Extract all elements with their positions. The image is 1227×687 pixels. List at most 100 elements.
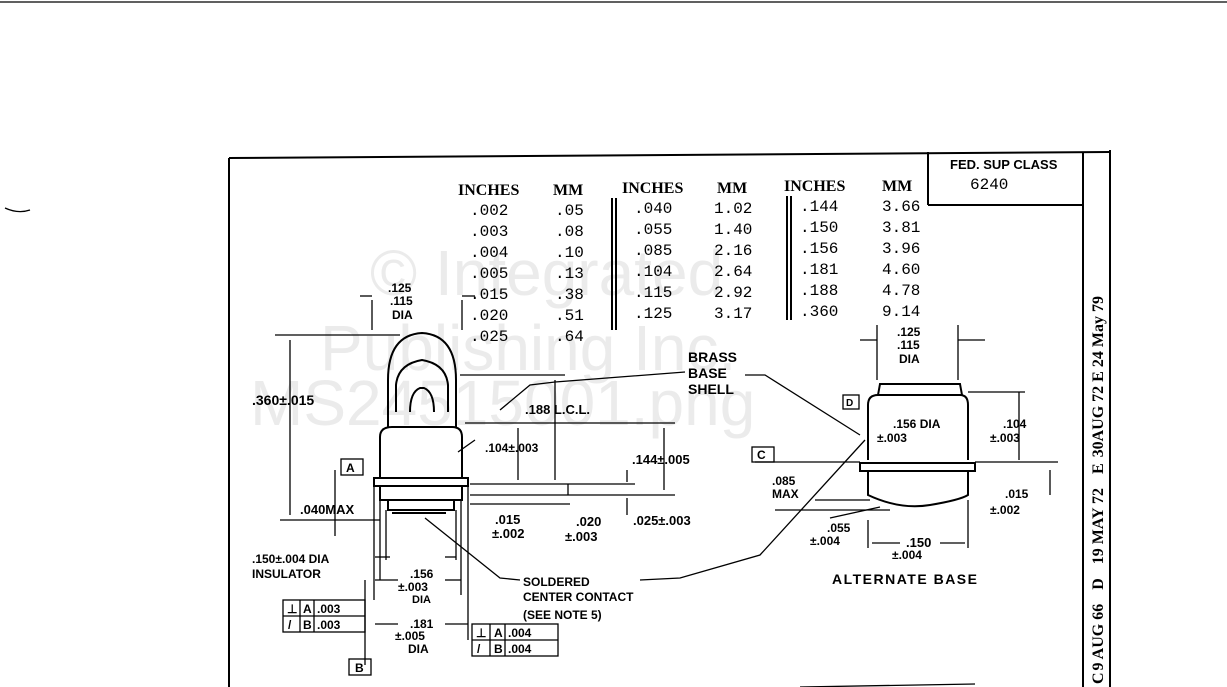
filament bbox=[395, 358, 449, 413]
datum-a-box bbox=[340, 458, 364, 476]
inches-cell: .055 bbox=[634, 221, 672, 239]
soldered-label: SOLDERED bbox=[523, 575, 590, 589]
mm-cell: 4.60 bbox=[882, 261, 920, 279]
mm-cell: .13 bbox=[555, 265, 584, 283]
flange bbox=[373, 477, 469, 487]
alt-d104-dim: .104 bbox=[1003, 417, 1027, 431]
base-length-dim: .144±.005 bbox=[632, 452, 690, 467]
d156-label: DIA bbox=[412, 594, 431, 606]
base-shell bbox=[379, 426, 463, 479]
alt-d015-dim: .015 bbox=[1005, 487, 1029, 501]
contact-area bbox=[387, 499, 455, 511]
mm-cell: 3.17 bbox=[714, 305, 752, 323]
svg-text:.003: .003 bbox=[317, 618, 341, 632]
svg-text:.004: .004 bbox=[508, 626, 532, 640]
fcf-left: ⊥A.003 /B.003 bbox=[282, 599, 366, 633]
d156-dim: .156 bbox=[410, 567, 434, 581]
insulator bbox=[379, 485, 463, 501]
datum-a: A bbox=[346, 461, 355, 475]
flange-dim: .015 bbox=[495, 512, 520, 527]
svg-text:A: A bbox=[303, 602, 312, 616]
mm-cell: 3.66 bbox=[882, 198, 920, 216]
alt-d156-dim: .156 DIA bbox=[893, 417, 941, 431]
rev-date: 24 May 79 bbox=[1090, 296, 1107, 367]
table-header: INCHES bbox=[622, 180, 683, 197]
inches-cell: .020 bbox=[470, 307, 508, 325]
table-header: MM bbox=[717, 180, 747, 197]
max-040-dim: .040MAX bbox=[300, 502, 355, 517]
table-header: INCHES bbox=[784, 178, 845, 195]
inches-cell: .181 bbox=[800, 261, 838, 279]
lcl-dim: .188 L.C.L. bbox=[525, 402, 590, 417]
inches-cell: .005 bbox=[470, 265, 508, 283]
svg-text:.004: .004 bbox=[508, 642, 532, 656]
inches-cell: .156 bbox=[800, 240, 838, 258]
brass-label: BRASS bbox=[688, 349, 737, 365]
svg-text:⊥: ⊥ bbox=[476, 626, 486, 640]
inches-cell: .188 bbox=[800, 282, 838, 300]
bulb-dia-label: DIA bbox=[392, 308, 413, 322]
inches-cell: .040 bbox=[634, 200, 672, 218]
datum-c: C bbox=[757, 448, 766, 462]
svg-text:/: / bbox=[288, 618, 292, 632]
inches-cell: .104 bbox=[634, 263, 672, 281]
datum-b: B bbox=[355, 661, 364, 675]
mm-cell: 1.40 bbox=[714, 221, 752, 239]
rev-letter: D bbox=[1090, 578, 1107, 590]
base-label: BASE bbox=[688, 365, 727, 381]
rev-letter: E bbox=[1090, 463, 1107, 474]
fed-sup-class-value: 6240 bbox=[970, 176, 1008, 194]
insulator-label: INSULATOR bbox=[252, 567, 321, 581]
d020-tol: ±.003 bbox=[565, 529, 597, 544]
mm-cell: .38 bbox=[555, 286, 584, 304]
alt-bottom bbox=[867, 471, 969, 508]
mm-cell: 2.64 bbox=[714, 263, 752, 281]
bulb-dia-max: .125 bbox=[388, 281, 412, 295]
svg-text:B: B bbox=[303, 618, 312, 632]
scan-mark bbox=[4, 207, 31, 213]
alt-top-dia-min: .115 bbox=[897, 338, 920, 352]
inches-cell: .015 bbox=[470, 286, 508, 304]
datum-d-box bbox=[842, 394, 860, 410]
fcf-right: ⊥A.004 /B.004 bbox=[471, 623, 559, 657]
watermark-line-1: © Integrated bbox=[370, 237, 723, 309]
rev-letter: C bbox=[1090, 672, 1107, 684]
alternate-base-view: .125 .115 DIA .156 DIA ±.003 .104 ±.003 … bbox=[751, 325, 1058, 587]
inches-cell: .125 bbox=[634, 305, 672, 323]
inches-cell: .150 bbox=[800, 219, 838, 237]
d181-label: DIA bbox=[408, 642, 429, 656]
mm-cell: 4.78 bbox=[882, 282, 920, 300]
alt-d150-dim: .150 bbox=[906, 535, 931, 550]
mm-cell: .10 bbox=[555, 244, 584, 262]
rev-letter: E bbox=[1090, 371, 1107, 382]
inches-cell: .360 bbox=[800, 303, 838, 321]
d020-dim: .020 bbox=[576, 514, 601, 529]
inches-cell: .004 bbox=[470, 244, 508, 262]
inches-cell: .002 bbox=[470, 202, 508, 220]
mm-cell: .64 bbox=[555, 328, 584, 346]
d025-dim: .025±.003 bbox=[633, 513, 691, 528]
fed-sup-class-box: FED. SUP CLASS 6240 bbox=[927, 152, 1083, 206]
svg-text:B: B bbox=[494, 642, 503, 656]
datum-b-box bbox=[348, 658, 372, 676]
see-note-label: (SEE NOTE 5) bbox=[523, 608, 602, 622]
svg-text:C9 AUG 66D19 MAY 72E30AUG 72E2: C9 AUG 66D19 MAY 72E30AUG 72E24 May 79 bbox=[1090, 296, 1107, 684]
rev-date: 9 AUG 66 bbox=[1090, 604, 1107, 671]
inches-cell: .085 bbox=[634, 242, 672, 260]
rev-date: 19 MAY 72 bbox=[1090, 488, 1107, 564]
watermark-line-3: MS24515001.png bbox=[250, 367, 755, 439]
svg-text:/: / bbox=[477, 642, 481, 656]
flange-tol: ±.002 bbox=[492, 526, 524, 541]
alt-d015-tol: ±.002 bbox=[990, 503, 1020, 517]
alt-d085-label: MAX bbox=[772, 487, 799, 501]
watermark: © Integrated Publishing Inc. MS24515001.… bbox=[250, 237, 755, 439]
watermark-line-2: Publishing Inc. bbox=[320, 312, 736, 384]
insulator-dim: .150±.004 DIA bbox=[252, 552, 330, 566]
table-header: INCHES bbox=[458, 182, 519, 199]
conversion-table: INCHES MM INCHES MM INCHES MM .002.05.00… bbox=[458, 178, 920, 346]
mm-cell: 2.92 bbox=[714, 284, 752, 302]
inches-cell: .003 bbox=[470, 223, 508, 241]
fed-sup-class-label: FED. SUP CLASS bbox=[950, 157, 1058, 172]
revision-strip: C9 AUG 66D19 MAY 72E30AUG 72E24 May 79 bbox=[1090, 296, 1107, 684]
